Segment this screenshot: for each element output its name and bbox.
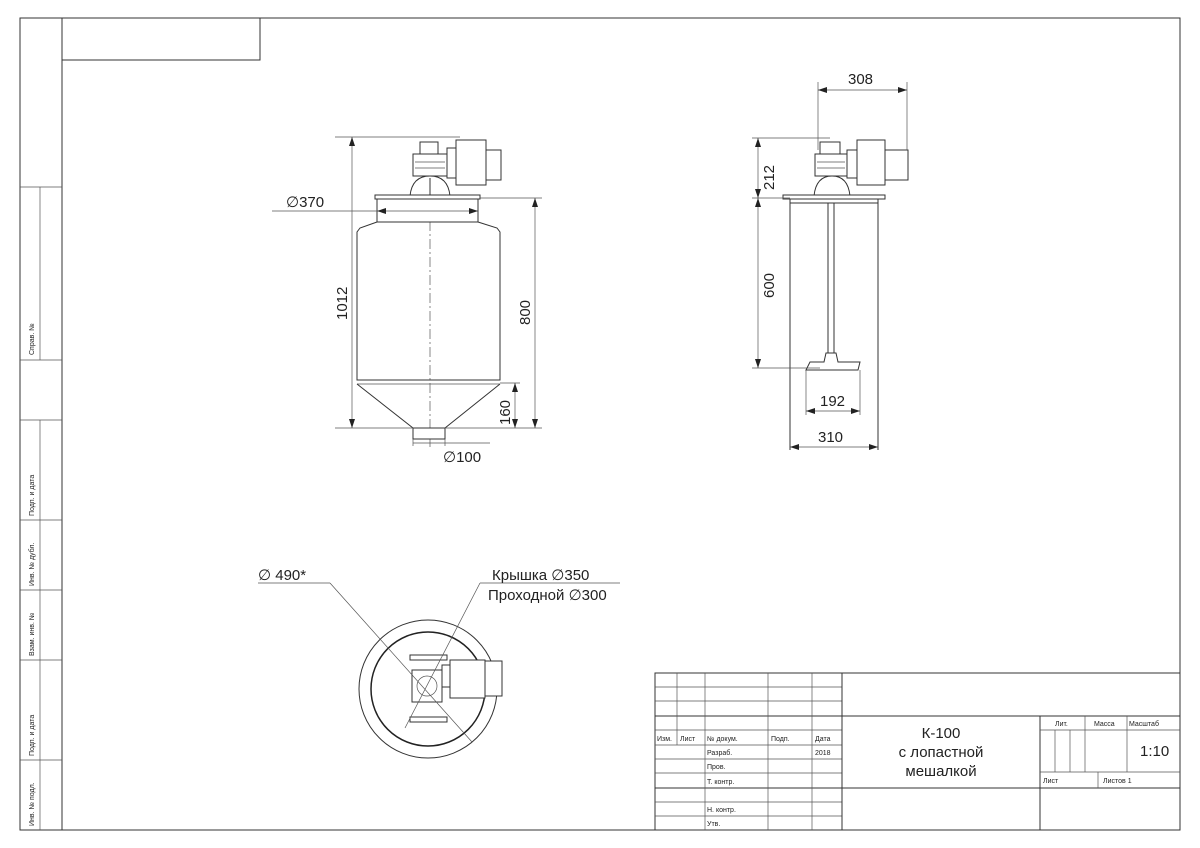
- tank-cone: [356, 383, 501, 429]
- gearbox: [412, 153, 448, 177]
- gearbox-top: [419, 141, 439, 155]
- impeller: [805, 352, 861, 371]
- stamp-label-vzam-inv: Взам. инв. №: [29, 613, 36, 656]
- dim-shaft-length: 600: [761, 273, 778, 298]
- collar: [376, 198, 479, 223]
- dim-outer-diameter: ∅ 490*: [258, 567, 306, 584]
- scale-label: Масштаб: [1129, 720, 1159, 728]
- role-razrab: Разраб.: [707, 749, 732, 757]
- drive-bracket: [409, 175, 451, 197]
- side-stamp: Справ. № Подп. и дата Инв. № дубл. Взам.…: [20, 186, 62, 830]
- dim-outlet-diameter: ∅100: [443, 449, 481, 466]
- leader-lid: [404, 582, 481, 729]
- drawing-name-line2: с лопастной: [899, 744, 984, 761]
- dim-cone-height: 160: [497, 400, 514, 425]
- dim-drive-height: 212: [761, 165, 778, 190]
- passage-label: Проходной ∅300: [488, 587, 607, 604]
- lid-label: Крышка ∅350: [492, 567, 589, 584]
- motor-body: [455, 139, 487, 186]
- date-value: 2018: [815, 750, 831, 757]
- role-t-kontr: Т. контр.: [707, 779, 734, 786]
- stamp-label-sprav: Справ. №: [29, 323, 36, 355]
- sheet-frame: [19, 17, 1181, 831]
- sheets-label: Листов 1: [1103, 778, 1132, 785]
- motor-cap: [884, 149, 909, 181]
- drive-bracket: [813, 175, 851, 197]
- outlet: [412, 427, 446, 440]
- dim-width-motor: 308: [848, 71, 873, 88]
- motor-body: [856, 139, 886, 186]
- top-view: ∅ 490* Крышка ∅350 Проходной ∅300: [258, 567, 620, 759]
- header-list: Лист: [680, 736, 696, 743]
- side-view: 308 212 600 192 310: [752, 71, 909, 450]
- stamp-label-inv-dubl: Инв. № дубл.: [28, 543, 36, 586]
- scale-value: 1:10: [1140, 743, 1169, 760]
- dim-total-height: 1012: [334, 287, 351, 320]
- header-doc-no: № докум.: [707, 736, 738, 743]
- role-n-kontr: Н. контр.: [707, 807, 736, 814]
- stamp-label-podp-data: Подп. и дата: [29, 475, 36, 516]
- lid-plate: [782, 194, 886, 200]
- stamp-label-inv-podl: Инв. № подл.: [29, 782, 36, 826]
- drawing-name-line1: К-100: [922, 725, 961, 742]
- dim-impeller: 192: [820, 393, 845, 410]
- leader-outer-diameter: [329, 582, 473, 743]
- top-left-box: [61, 17, 261, 61]
- dim-body-height: 800: [517, 300, 534, 325]
- role-utv: Утв.: [707, 821, 720, 828]
- header-date: Дата: [815, 736, 831, 743]
- gearbox: [814, 153, 848, 177]
- stamp-label-podp-data-2: Подп. и дата: [29, 715, 36, 756]
- dim-tank-width: 310: [818, 429, 843, 446]
- motor-cap: [485, 149, 502, 181]
- tank-body: [356, 221, 501, 381]
- sheet-label: Лист: [1043, 778, 1059, 785]
- front-view: 1012 800 160 ∅370 ∅100: [272, 136, 542, 466]
- drawing-name-line3: мешалкой: [905, 763, 976, 780]
- dim-lid-diameter: ∅370: [286, 194, 324, 211]
- title-block: Изм. Лист № докум. Подп. Дата Разраб. 20…: [654, 672, 1181, 831]
- header-sign: Подп.: [771, 736, 790, 743]
- lid-plate: [374, 194, 481, 200]
- motor-top: [449, 659, 486, 699]
- lit-label: Лит.: [1055, 721, 1068, 728]
- role-prov: Пров.: [707, 764, 726, 771]
- header-izm: Изм.: [657, 736, 672, 743]
- mass-label: Масса: [1094, 721, 1115, 728]
- shaft: [827, 202, 835, 354]
